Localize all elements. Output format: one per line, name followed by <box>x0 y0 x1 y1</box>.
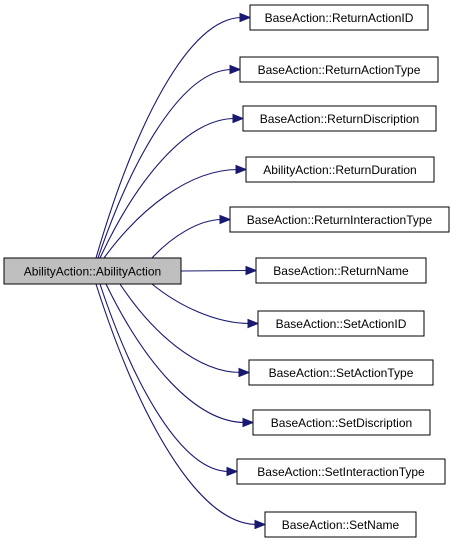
callee-node-set-action-id[interactable]: BaseAction::SetActionID <box>257 310 425 337</box>
callee-node-label: BaseAction::SetName <box>282 518 400 532</box>
callee-node-box <box>236 458 446 485</box>
callee-node-box <box>264 511 417 538</box>
call-edge-return-action-type <box>97 68 233 259</box>
callee-node-label: BaseAction::ReturnInteractionType <box>247 213 433 227</box>
callee-node-box <box>257 310 425 337</box>
callee-node-label: BaseAction::ReturnDiscription <box>260 112 419 126</box>
callee-node-return-duration[interactable]: AbilityAction::ReturnDuration <box>245 156 435 183</box>
arrowhead-icon <box>245 265 258 276</box>
callee-node-label: BaseAction::SetActionType <box>269 366 414 380</box>
callee-node-return-discription[interactable]: BaseAction::ReturnDiscription <box>242 105 437 132</box>
call-edge-set-interaction-type <box>99 283 230 473</box>
root-node[interactable]: AbilityAction::AbilityAction <box>3 257 182 285</box>
callee-node-return-name[interactable]: BaseAction::ReturnName <box>255 257 427 284</box>
call-edge-return-name <box>180 269 249 272</box>
callee-node-set-interaction-type[interactable]: BaseAction::SetInteractionType <box>236 458 446 485</box>
call-edge-set-discription <box>105 283 246 424</box>
arrowhead-icon <box>219 214 232 225</box>
callee-node-box <box>249 4 429 31</box>
call-nodes: AbilityAction::AbilityAction BaseAction:… <box>3 4 450 538</box>
callee-node-label: BaseAction::ReturnName <box>273 264 409 278</box>
call-edge-return-interaction-type <box>151 218 223 259</box>
callee-node-label: BaseAction::ReturnActionType <box>258 63 421 77</box>
callee-node-box <box>229 206 450 233</box>
root-node-label: AbilityAction::AbilityAction <box>24 265 161 279</box>
call-edge-return-duration <box>103 168 239 259</box>
arrowhead-icon <box>235 164 248 175</box>
call-edge-return-discription <box>99 117 236 259</box>
callee-node-return-interaction-type[interactable]: BaseAction::ReturnInteractionType <box>229 206 450 233</box>
call-edge-set-action-type <box>119 283 242 374</box>
arrowhead-icon <box>226 466 239 477</box>
root-node-box <box>3 257 182 285</box>
arrowhead-icon <box>229 64 242 75</box>
callee-node-box <box>248 359 434 386</box>
callee-node-label: BaseAction::SetActionID <box>276 317 407 331</box>
arrowhead-icon <box>239 12 252 23</box>
callee-node-set-name[interactable]: BaseAction::SetName <box>264 511 417 538</box>
callee-node-return-action-id[interactable]: BaseAction::ReturnActionID <box>249 4 429 31</box>
arrowhead-icon <box>254 519 267 530</box>
callee-node-box <box>245 156 435 183</box>
arrowhead-icon <box>247 318 260 329</box>
arrowhead-icon <box>242 417 255 428</box>
callee-node-label: AbilityAction::ReturnDuration <box>263 163 416 177</box>
callee-node-label: BaseAction::ReturnActionID <box>265 11 414 25</box>
arrowhead-icon <box>232 113 245 124</box>
call-edge-return-action-id <box>95 16 243 259</box>
call-edge-set-name <box>95 283 258 526</box>
callee-node-box <box>255 257 427 284</box>
call-edges <box>95 12 267 530</box>
callee-node-label: BaseAction::SetInteractionType <box>257 465 425 479</box>
callee-node-set-discription[interactable]: BaseAction::SetDiscription <box>252 409 431 436</box>
arrowhead-icon <box>238 367 251 378</box>
callee-node-box <box>239 56 439 83</box>
callee-node-box <box>242 105 437 132</box>
callee-node-set-action-type[interactable]: BaseAction::SetActionType <box>248 359 434 386</box>
callee-node-return-action-type[interactable]: BaseAction::ReturnActionType <box>239 56 439 83</box>
call-edge-set-action-id <box>151 283 251 325</box>
callee-node-box <box>252 409 431 436</box>
callee-node-label: BaseAction::SetDiscription <box>271 416 412 430</box>
